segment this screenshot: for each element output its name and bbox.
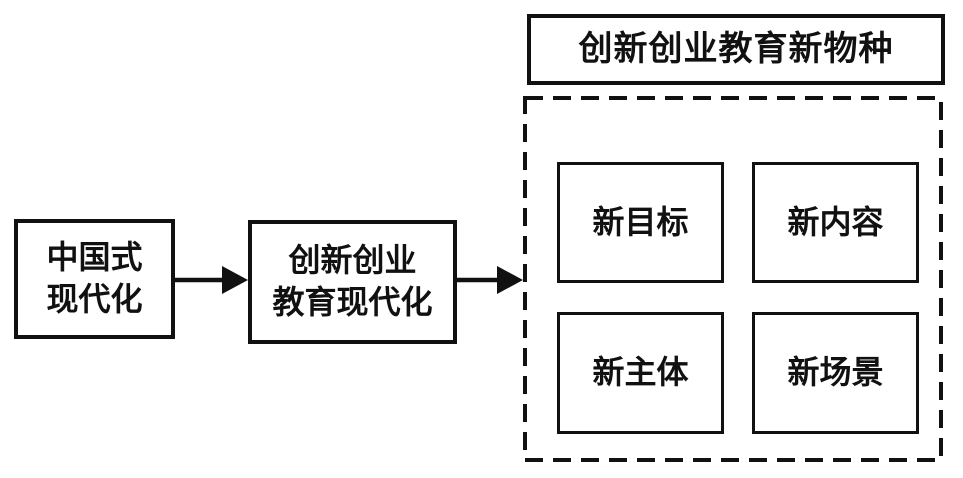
arrow-left-to-middle [175, 266, 248, 294]
node-chinese-modernization-line1: 中国式 [46, 238, 143, 277]
node-new-goals: 新目标 [557, 162, 724, 283]
node-chinese-modernization: 中国式 现代化 [14, 219, 175, 339]
node-education-modernization-line2: 教育现代化 [272, 283, 433, 321]
node-new-subjects-label: 新主体 [592, 353, 689, 392]
node-education-modernization: 创新创业 教育现代化 [248, 220, 457, 344]
node-new-content-label: 新内容 [787, 202, 884, 241]
node-education-modernization-line1: 创新创业 [288, 241, 417, 280]
node-new-scenarios: 新场景 [752, 312, 919, 434]
node-new-goals-label: 新目标 [592, 202, 689, 241]
node-new-subjects: 新主体 [557, 312, 724, 434]
node-chinese-modernization-line2: 现代化 [46, 280, 143, 318]
node-new-species-title: 创新创业教育新物种 [527, 14, 945, 85]
node-new-species-title-label: 创新创业教育新物种 [578, 29, 894, 70]
arrow-middle-to-container [457, 266, 523, 294]
node-new-scenarios-label: 新场景 [787, 353, 884, 392]
node-new-content: 新内容 [752, 162, 919, 283]
